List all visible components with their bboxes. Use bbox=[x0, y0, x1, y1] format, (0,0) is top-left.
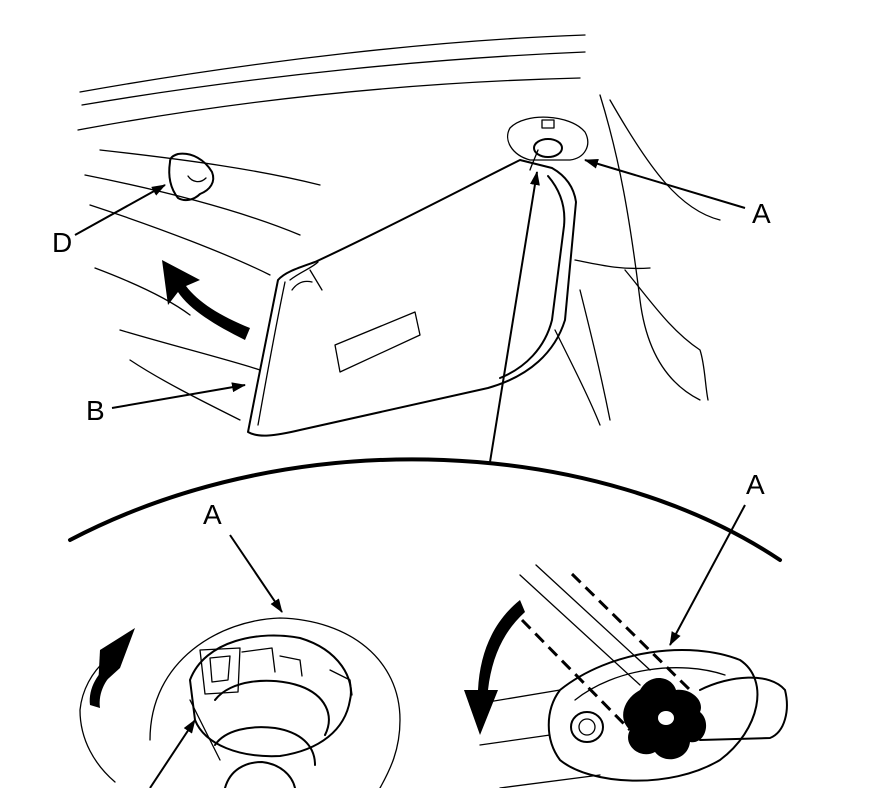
mount-cover-detail bbox=[149, 617, 401, 788]
clip-d bbox=[168, 152, 215, 202]
leader-to-detail bbox=[489, 171, 540, 463]
leader-a-right bbox=[669, 504, 746, 646]
a-pillar-lines bbox=[554, 94, 721, 426]
callout-a-left-detail: A bbox=[203, 499, 222, 530]
callout-b: B bbox=[86, 395, 105, 426]
headliner-lines bbox=[77, 34, 586, 421]
curved-arrow-left-icon bbox=[162, 260, 250, 340]
callout-d: D bbox=[52, 227, 72, 258]
curved-arrow-up-icon bbox=[79, 628, 135, 783]
detail-boundary bbox=[68, 457, 782, 562]
leader-a-left bbox=[229, 534, 283, 613]
mount-knob-detail bbox=[469, 564, 788, 788]
curved-arrow-down-icon bbox=[464, 600, 525, 735]
callout-a-right-detail: A bbox=[746, 469, 765, 500]
leader-d bbox=[74, 184, 166, 236]
leader-b bbox=[111, 382, 246, 409]
leader-bottom-left bbox=[149, 719, 196, 788]
leader-a-top bbox=[584, 158, 746, 209]
callout-a-top: A bbox=[752, 198, 771, 229]
sun-visor-b bbox=[247, 159, 577, 437]
visor-mount-a bbox=[506, 116, 589, 171]
